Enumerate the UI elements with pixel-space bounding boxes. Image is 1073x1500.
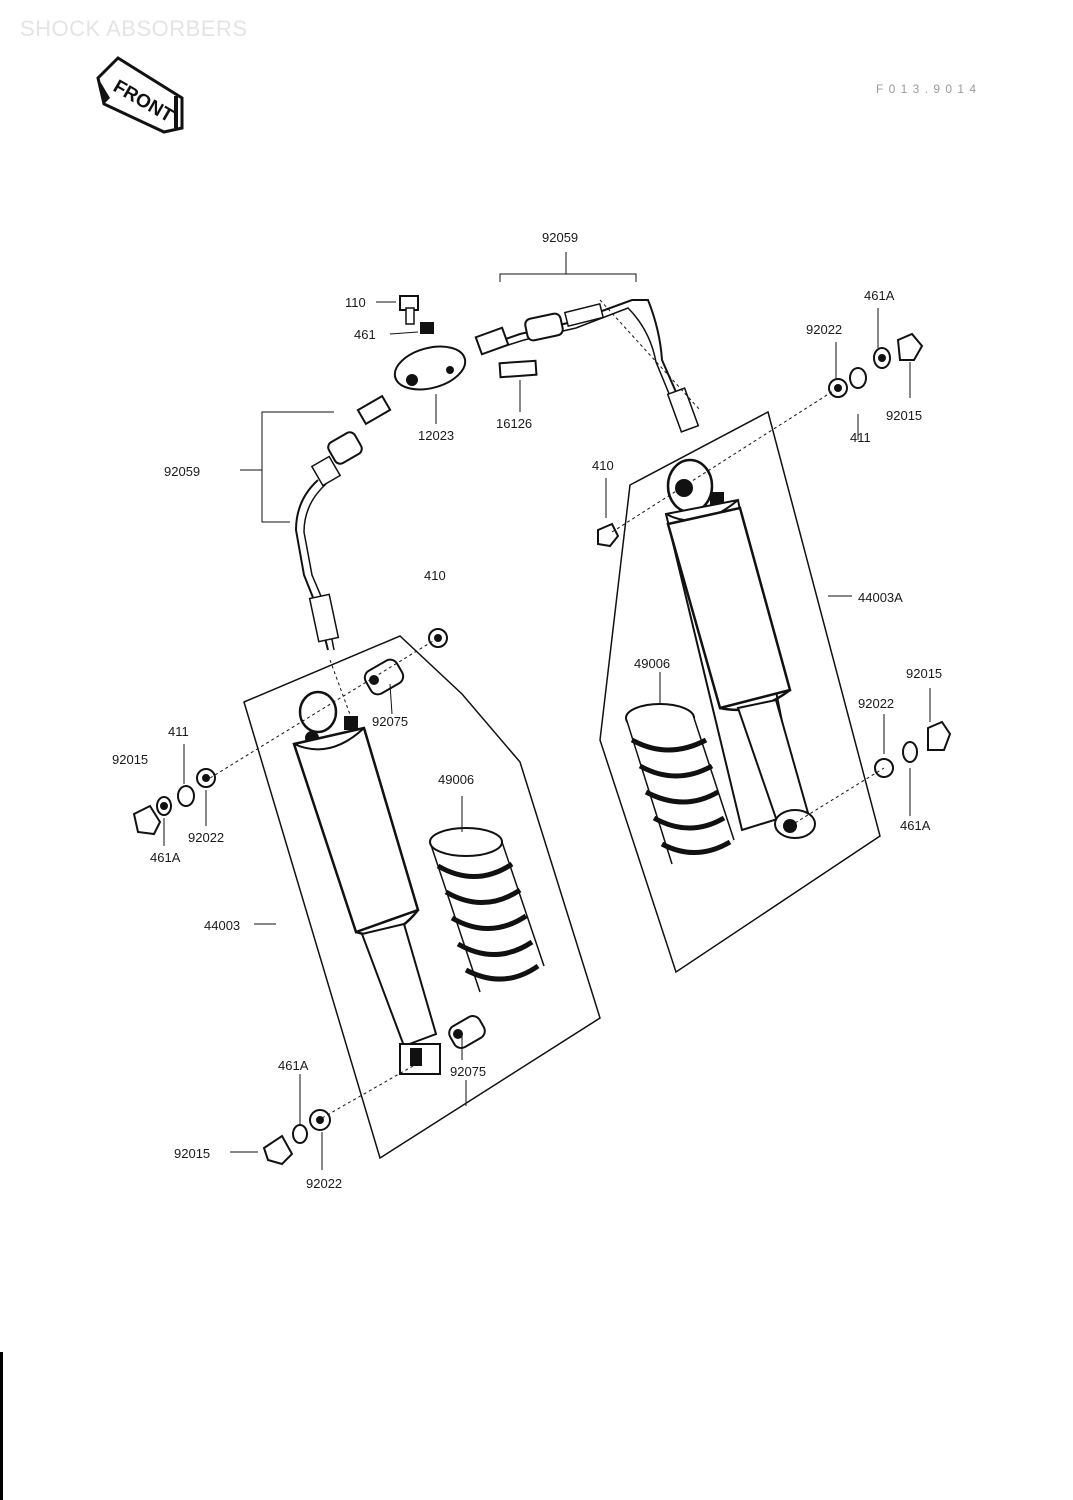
callout-92015-left: 92015	[112, 752, 148, 767]
shock-absorber-44003	[292, 690, 441, 1075]
callout-461: 461	[354, 327, 376, 342]
assembly-axis-lines	[209, 299, 885, 1119]
callout-92022-bottom: 92022	[306, 1176, 342, 1191]
callout-44003: 44003	[204, 918, 240, 933]
bushing-92075-bottom	[448, 1015, 486, 1049]
callout-461a-right: 461A	[900, 818, 931, 833]
callout-92022-left: 92022	[188, 830, 224, 845]
callout-92059-left: 92059	[164, 464, 200, 479]
callout-461a-top-right: 461A	[864, 288, 895, 303]
callout-92015-right: 92015	[906, 666, 942, 681]
callout-labels: 110 461 12023 16126 92059 92059 461A 920…	[112, 230, 942, 1191]
reference-code: F 0 1 3 . 9 0 1 4	[876, 82, 978, 96]
callout-92022-right: 92022	[858, 696, 894, 711]
callout-49006-left: 49006	[438, 772, 474, 787]
callout-49006-right: 49006	[634, 656, 670, 671]
callout-461a-bottom: 461A	[278, 1058, 309, 1073]
callout-44003a: 44003A	[858, 590, 903, 605]
callout-92015-top-right: 92015	[886, 408, 922, 423]
leader-lines	[163, 252, 931, 1170]
callout-410-right: 410	[592, 458, 614, 473]
scan-edge-bar	[0, 1352, 3, 1500]
callout-16126: 16126	[496, 416, 532, 431]
callout-92075-bottom: 92075	[450, 1064, 486, 1079]
hose-92059-top	[474, 299, 700, 433]
callout-410-left: 410	[424, 568, 446, 583]
front-arrow-icon: FRONT	[96, 56, 184, 134]
callout-110: 110	[345, 295, 366, 310]
fitting-assembly	[356, 295, 538, 426]
spring-49006-right	[625, 703, 735, 866]
callout-92015-bottom: 92015	[174, 1146, 210, 1161]
callout-12023: 12023	[418, 428, 454, 443]
bushing-92075-top	[363, 658, 405, 696]
callout-411-top-right: 411	[850, 430, 871, 445]
callout-461a-left: 461A	[150, 850, 181, 865]
callout-92059-top: 92059	[542, 230, 578, 245]
left-shock-panel	[243, 635, 601, 1160]
hose-92059-left	[294, 431, 363, 721]
callout-92022-top-right: 92022	[806, 322, 842, 337]
spring-49006-left	[429, 827, 545, 993]
callout-92075-top: 92075	[372, 714, 408, 729]
shock-absorber-44003a	[664, 458, 816, 839]
page-title: SHOCK ABSORBERS	[20, 16, 248, 41]
callout-411-left: 411	[168, 724, 189, 739]
fasteners	[132, 332, 952, 1166]
